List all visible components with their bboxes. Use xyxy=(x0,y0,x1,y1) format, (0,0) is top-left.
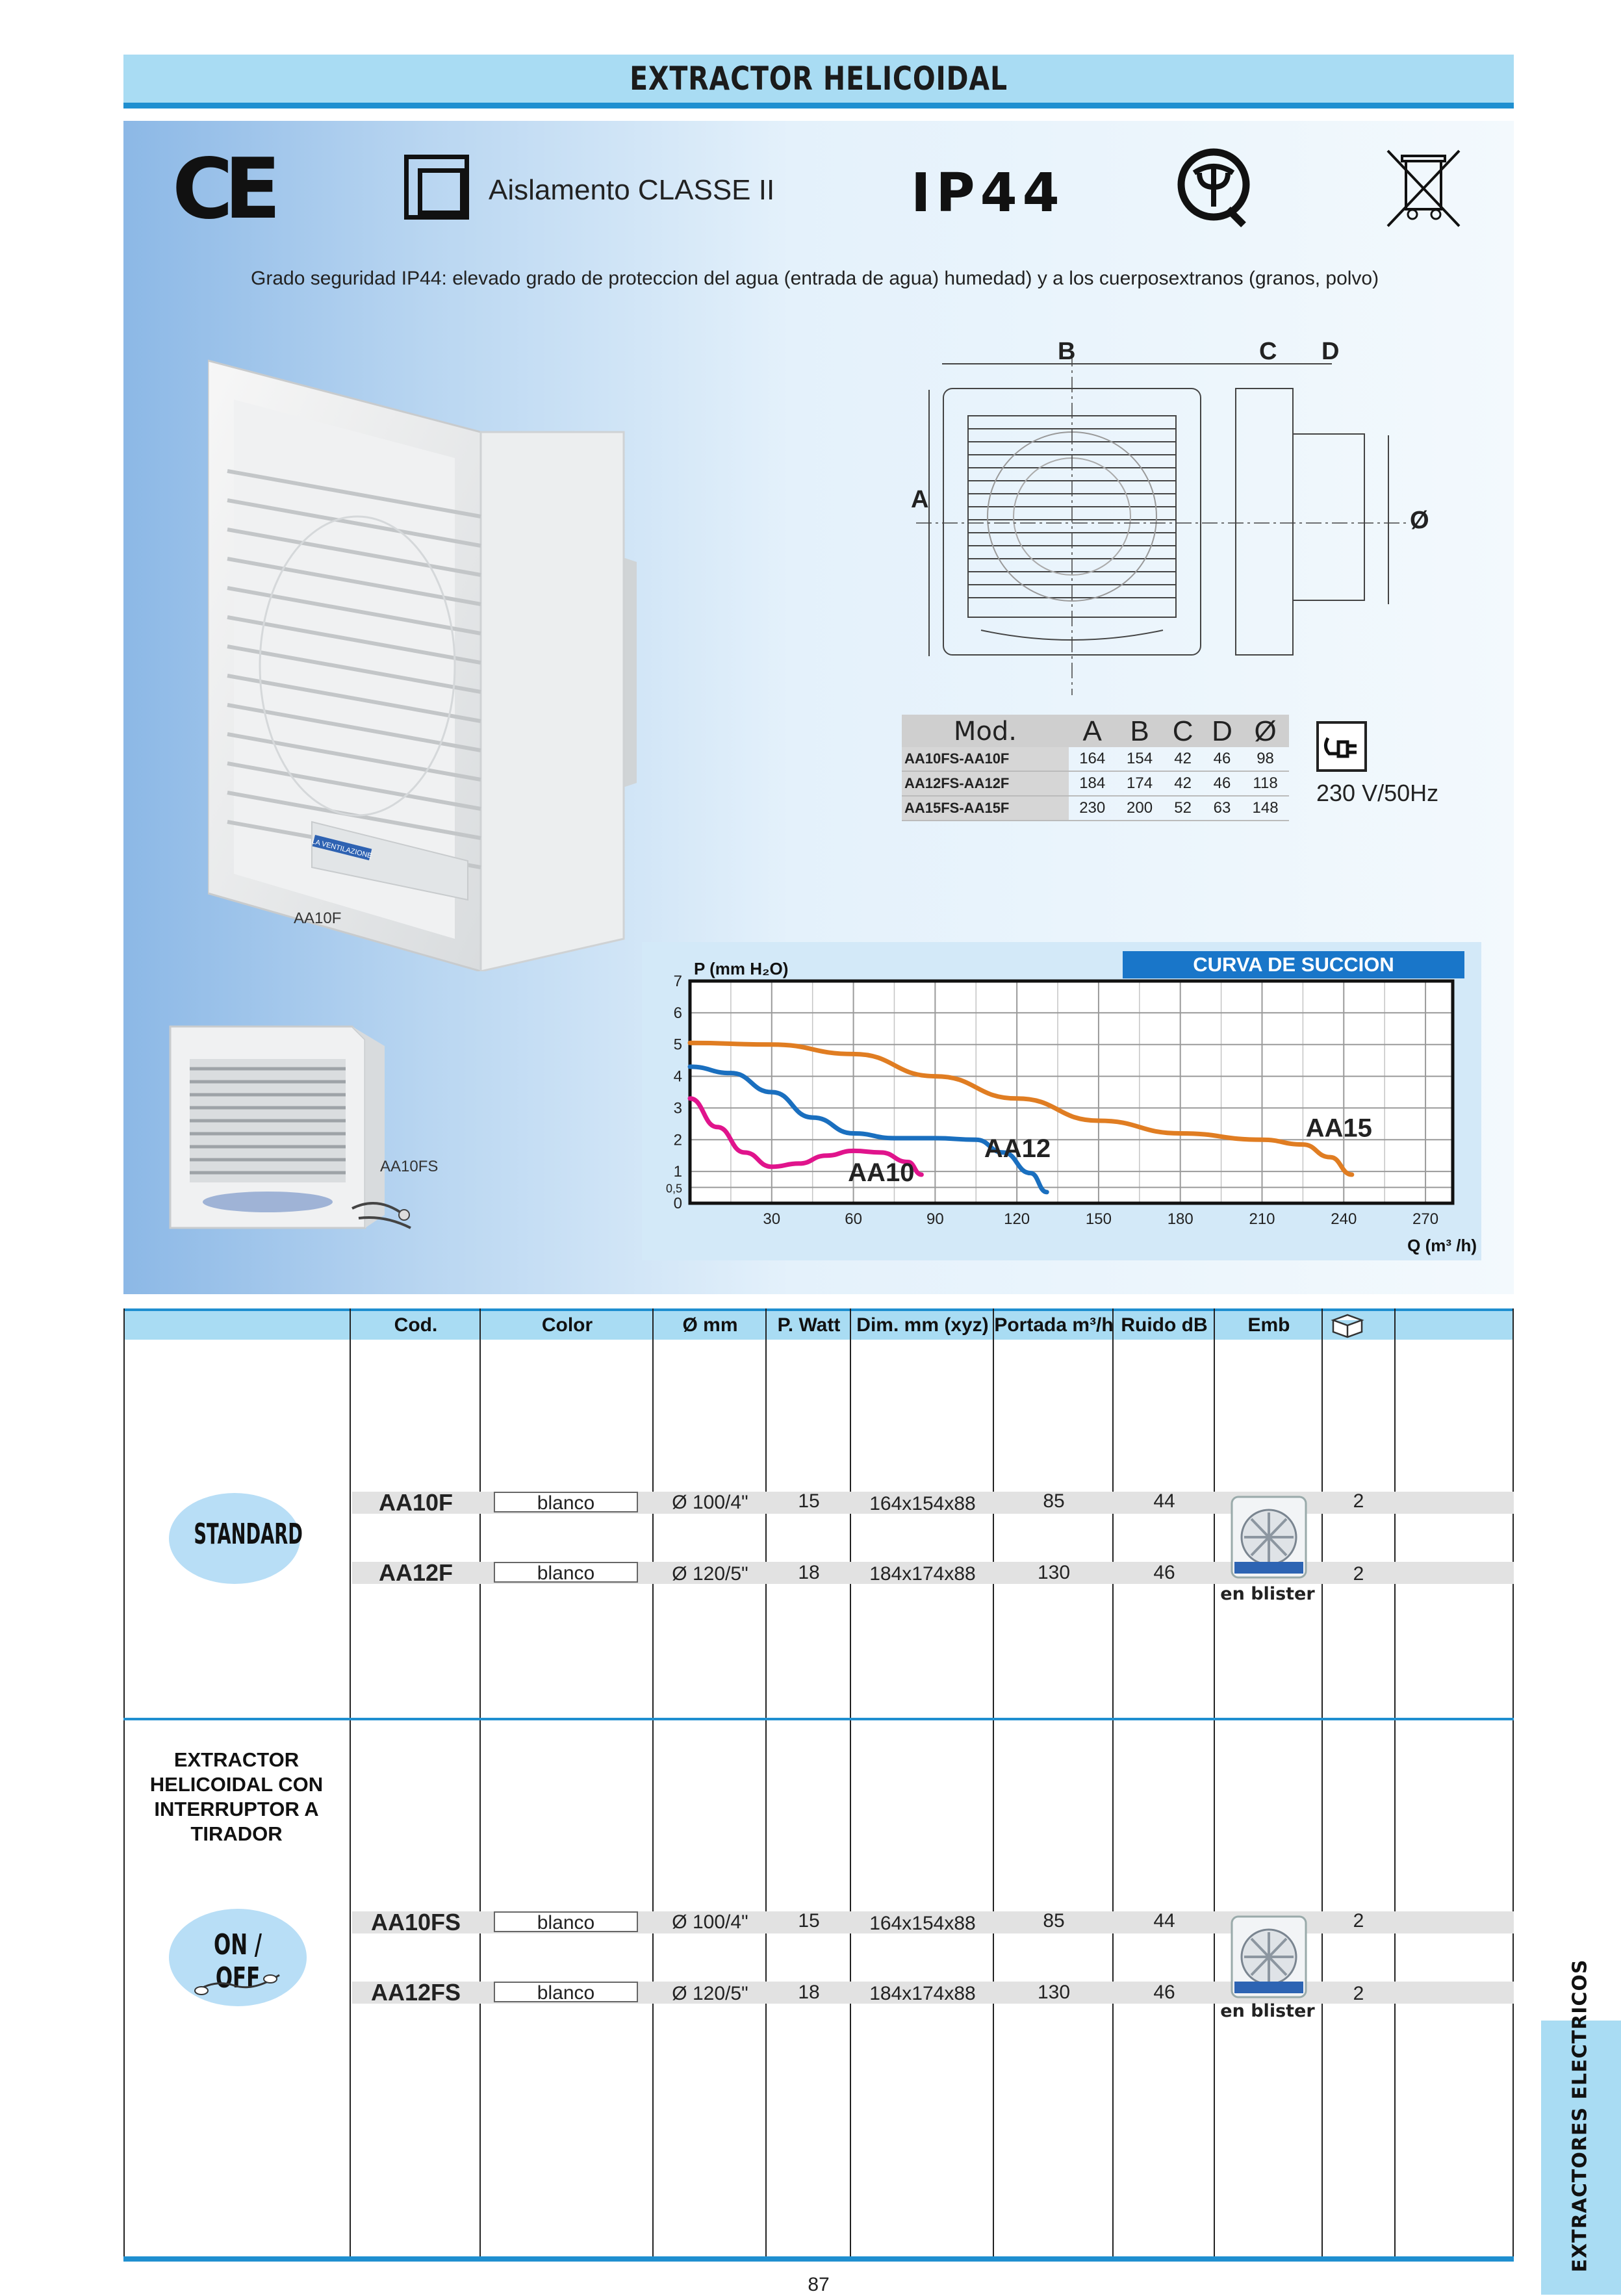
chart-y-tick-label: 0,5 xyxy=(666,1182,682,1195)
table-header-row xyxy=(123,1311,1514,1340)
col-header-dimensions: Dim. mm (xyz) xyxy=(856,1314,989,1336)
chart-x-tick-label: 120 xyxy=(1004,1210,1030,1228)
chart-series-label: AA10 xyxy=(848,1158,914,1187)
chart-frame xyxy=(688,979,1455,1205)
col-header-code: Cod. xyxy=(394,1314,438,1336)
chart-y-tick-label: 6 xyxy=(674,1004,682,1022)
section-side-tab: EXTRACTORES ELECTRICOS xyxy=(1541,1959,1621,2295)
voltage-label: 230 V/50Hz xyxy=(1316,780,1439,806)
small-fan-caption: AA10FS xyxy=(380,1158,439,1175)
section-title: EXTRACTOR HELICOIDAL CON INTERRUPTOR A T… xyxy=(149,1748,324,1845)
chart-x-tick-label: 270 xyxy=(1412,1210,1438,1228)
on-off-badge: ON / OFF xyxy=(169,1909,307,2006)
blister-pack-icon xyxy=(1231,1915,1307,1998)
dimension-drawing xyxy=(916,351,1410,695)
blister-pack-icon xyxy=(1231,1496,1307,1579)
chart-y-label: P (mm H₂O) xyxy=(694,959,788,978)
chart-x-tick-label: 60 xyxy=(845,1210,862,1228)
chart-series-label: AA15 xyxy=(1306,1114,1372,1142)
chart-x-tick-label: 90 xyxy=(926,1210,944,1228)
chart-x-tick-label: 240 xyxy=(1331,1210,1357,1228)
chart-title: CURVA DE SUCCION xyxy=(1123,951,1464,978)
chart-y-tick-label: 4 xyxy=(674,1068,682,1086)
fan-aa10fs-image xyxy=(169,1025,411,1229)
col-header-color: Color xyxy=(541,1314,593,1336)
chart-x-tick-label: 150 xyxy=(1086,1210,1112,1228)
crossed-bin-icon xyxy=(1386,149,1461,227)
chart-y-tick-label: 1 xyxy=(674,1163,682,1180)
ip-rating-label: IP44 xyxy=(911,162,1065,224)
color-swatch: blanco xyxy=(494,1492,638,1514)
imq-quality-mark-icon xyxy=(1177,148,1250,227)
pull-cord-icon xyxy=(194,1974,280,1995)
chart-plot-area xyxy=(690,981,1453,1203)
chart-series-line-aa15 xyxy=(687,1040,1355,1177)
chart-x-label: Q (m³ /h) xyxy=(1407,1236,1477,1255)
big-fan-caption: AA10F xyxy=(294,910,342,927)
dim-header-c: C xyxy=(1163,715,1203,747)
color-swatch: blanco xyxy=(494,1911,638,1933)
page-title: EXTRACTOR HELICOIDAL xyxy=(630,60,1008,97)
page-number: 87 xyxy=(808,2274,830,2295)
dim-label-b: B xyxy=(1058,338,1076,365)
title-bar: EXTRACTOR HELICOIDAL xyxy=(123,55,1514,108)
insulation-class-label: Aislamento CLASSE II xyxy=(489,174,775,206)
chart-y-tick-label: 7 xyxy=(674,973,682,990)
dim-label-a: A xyxy=(911,486,929,513)
plug-icon xyxy=(1316,721,1367,772)
chart-y-tick-label: 3 xyxy=(674,1099,682,1117)
col-header-noise: Ruido dB xyxy=(1121,1314,1208,1336)
table-bottom-rule xyxy=(123,2256,1514,2262)
section-divider xyxy=(123,1718,1514,1720)
box-icon xyxy=(1331,1314,1364,1338)
color-swatch: blanco xyxy=(494,1562,638,1584)
col-header-watt: P. Watt xyxy=(777,1314,841,1336)
color-swatch: blanco xyxy=(494,1982,638,2004)
chart-series-line-aa10 xyxy=(687,1096,924,1177)
dim-header-diameter: Ø xyxy=(1242,715,1289,747)
chart-y-tick-label: 0 xyxy=(674,1195,682,1212)
dim-header-b: B xyxy=(1116,715,1164,747)
double-insulation-icon xyxy=(404,155,469,220)
chart-x-tick-label: 180 xyxy=(1168,1210,1193,1228)
dim-label-diameter: Ø xyxy=(1410,507,1429,534)
col-header-flow: Portada m³/h xyxy=(994,1314,1114,1336)
dim-label-c: C xyxy=(1259,338,1277,365)
dim-header-d: D xyxy=(1202,715,1242,747)
table-top-rule xyxy=(123,1308,1514,1311)
col-header-pack: Emb xyxy=(1247,1314,1290,1336)
dim-label-d: D xyxy=(1321,338,1340,365)
col-header-diameter: Ø mm xyxy=(682,1314,738,1336)
standard-badge: STANDARD xyxy=(169,1493,303,1584)
dim-header-mod: Mod. xyxy=(902,715,1069,747)
fan-aa10f-image: LA VENTILAZIONE xyxy=(208,359,637,971)
chart-series-label: AA12 xyxy=(984,1134,1051,1163)
chart-y-tick-label: 5 xyxy=(674,1036,682,1054)
chart-x-tick-label: 30 xyxy=(763,1210,780,1228)
chart-x-tick-label: 210 xyxy=(1249,1210,1275,1228)
ce-mark-icon: CE xyxy=(172,141,281,238)
chart-series-line-aa12 xyxy=(687,1064,1049,1195)
safety-note: Grado seguridad IP44: elevado grado de p… xyxy=(251,268,1379,289)
pack-label: en blister xyxy=(1220,2001,1315,2021)
chart-y-tick-label: 2 xyxy=(674,1131,682,1149)
dim-header-a: A xyxy=(1068,715,1116,747)
pack-label: en blister xyxy=(1220,1584,1315,1604)
